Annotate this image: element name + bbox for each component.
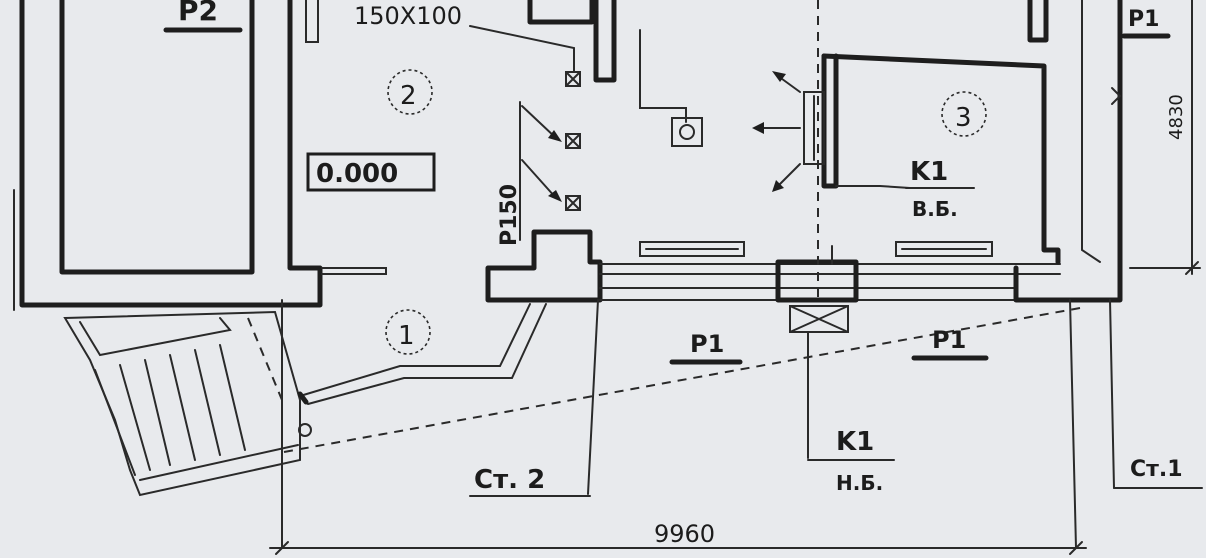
label-room-3: 3 <box>955 103 972 133</box>
room-3-marker <box>941 91 987 137</box>
room-3-walls <box>803 0 1061 265</box>
label-room-2: 2 <box>400 81 417 111</box>
room-2-walls <box>305 0 703 303</box>
label-k1-upper: K1 <box>910 157 948 187</box>
room-1-marker <box>385 309 431 355</box>
label-k1-lower: K1 <box>836 427 874 457</box>
label-dim-width: 9960 <box>654 520 715 548</box>
label-p1-left: P1 <box>690 330 724 358</box>
duct-risers <box>469 25 581 241</box>
label-p1-top-right: P1 <box>1128 7 1159 32</box>
room-2-marker <box>387 69 433 115</box>
label-room-1: 1 <box>398 321 415 351</box>
left-room-walls <box>13 0 387 311</box>
vent-arrows <box>752 71 801 192</box>
label-k1-lower-sub: Н.Б. <box>836 471 883 495</box>
level-box <box>306 152 436 192</box>
axis-lines <box>281 0 1115 549</box>
stairs <box>63 310 301 497</box>
dimension-lines <box>269 0 1201 555</box>
label-st1: Ст.1 <box>1130 457 1183 482</box>
label-k1-upper-sub: В.Б. <box>912 197 958 221</box>
label-level: 0.000 <box>316 159 398 189</box>
entrance-path <box>297 303 547 437</box>
label-p1-right: P1 <box>932 326 966 354</box>
label-dim-height: 4830 <box>1166 94 1187 140</box>
label-p2: P2 <box>178 0 218 27</box>
south-wall <box>599 0 1123 303</box>
label-st2: Ст. 2 <box>474 465 545 495</box>
label-p150: P150 <box>497 184 522 246</box>
label-duct-size: 150X100 <box>354 2 462 30</box>
